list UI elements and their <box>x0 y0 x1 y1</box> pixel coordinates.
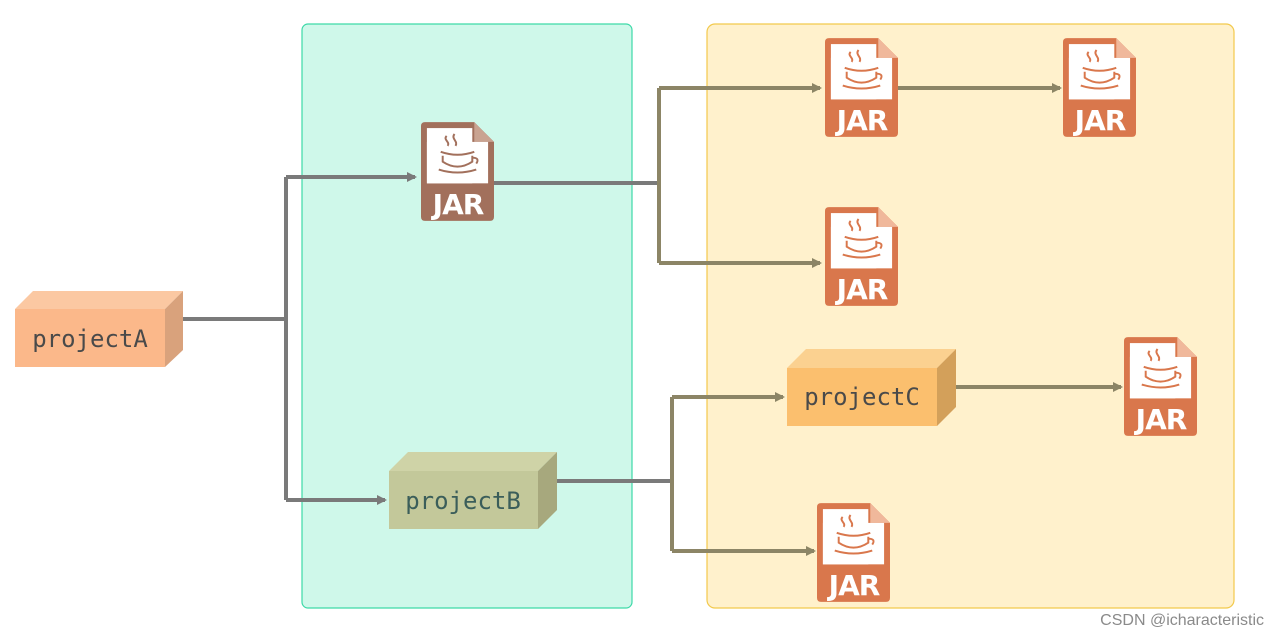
jar-icon: JAR <box>825 207 898 306</box>
jar-label: JAR <box>827 569 880 602</box>
jar-label: JAR <box>431 188 484 221</box>
connectors-olive <box>657 83 1123 556</box>
node-projectB: projectB <box>389 452 557 529</box>
watermark: CSDN @icharacteristic <box>1100 612 1264 629</box>
node-projectA: projectA <box>15 291 183 367</box>
jar-label: JAR <box>1134 403 1187 436</box>
projectA-label: projectA <box>32 325 148 353</box>
jar-icon: JAR <box>825 38 898 137</box>
jar-icon: JAR <box>1063 38 1136 137</box>
region-transitive-scope <box>706 23 1235 609</box>
projectB-label: projectB <box>405 487 521 515</box>
jar-icon: JAR <box>817 503 890 602</box>
jar-icon: JAR <box>1124 337 1197 436</box>
jar-label: JAR <box>835 273 888 306</box>
projectC-label: projectC <box>804 383 920 411</box>
connectors-gray <box>183 172 672 505</box>
jar-icon: JAR <box>421 122 494 221</box>
jar-label: JAR <box>835 104 888 137</box>
jar-label: JAR <box>1073 104 1126 137</box>
node-projectC: projectC <box>787 349 956 426</box>
